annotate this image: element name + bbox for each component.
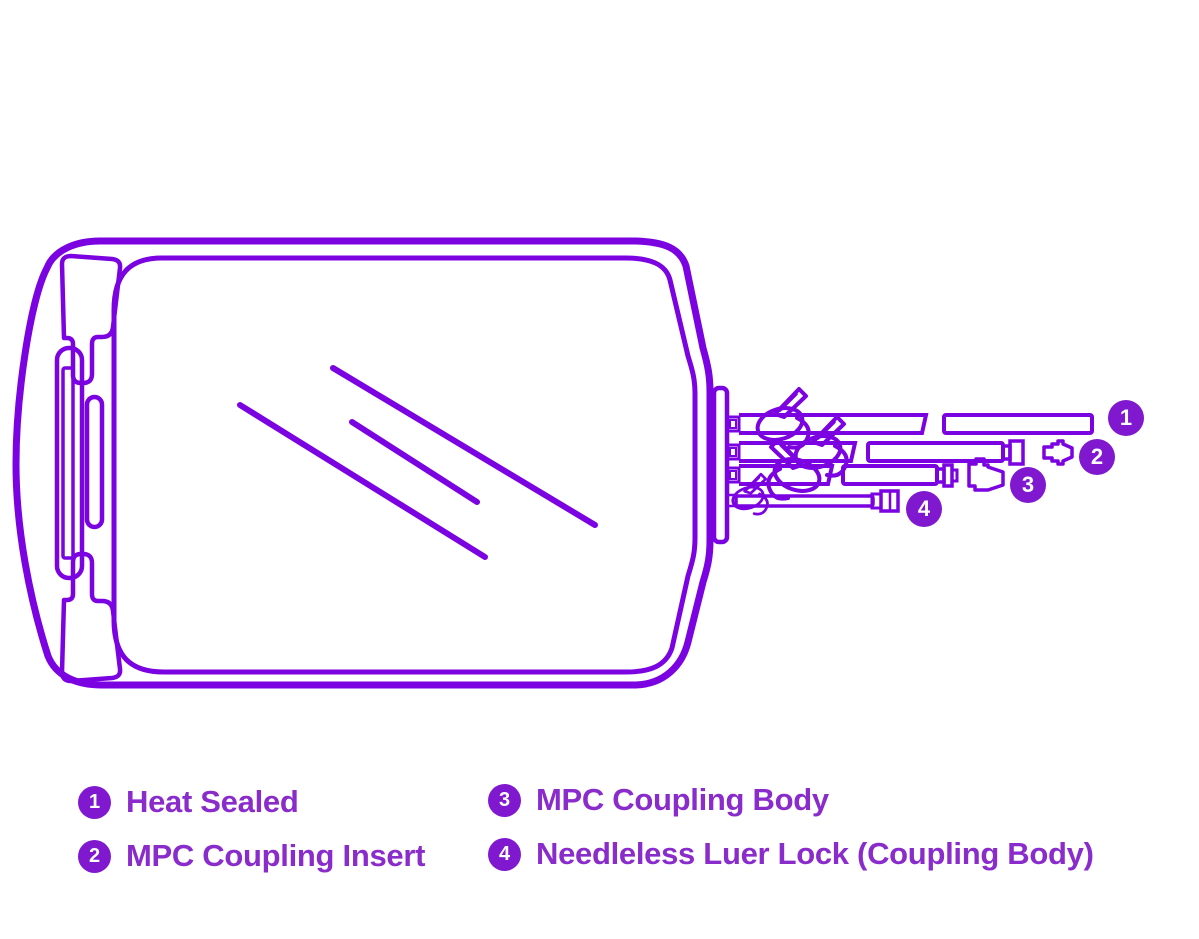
hang-tab-bottom — [59, 551, 123, 684]
callout-1-badge: 1 — [1108, 400, 1144, 436]
film-shine-lines — [237, 365, 598, 560]
legend-badge-2: 2 — [78, 839, 111, 873]
legend-badge-4: 4 — [488, 837, 521, 871]
legend-item-needleless-luer-lock: 4 Needleless Luer Lock (Coupling Body) — [488, 836, 1094, 872]
legend-label-1: Heat Sealed — [126, 784, 299, 819]
port-boat — [711, 385, 741, 545]
hang-slot — [54, 345, 105, 581]
legend-item-heat-sealed: 1 Heat Sealed — [78, 784, 299, 820]
legend-item-mpc-coupling-body: 3 MPC Coupling Body — [488, 782, 829, 818]
bag-chamber-outline — [111, 255, 698, 675]
callout-3-badge: 3 — [1010, 467, 1046, 503]
legend-item-mpc-coupling-insert: 2 MPC Coupling Insert — [78, 838, 425, 874]
callout-4-badge: 4 — [906, 491, 942, 527]
pinch-clamp-4 — [728, 472, 769, 516]
callout-2-badge: 2 — [1079, 439, 1115, 475]
legend-badge-1: 1 — [78, 785, 111, 819]
legend-badge-3: 3 — [488, 783, 521, 817]
tube-1 — [739, 413, 1094, 435]
bag-outline — [12, 237, 714, 689]
legend-label-4: Needleless Luer Lock (Coupling Body) — [536, 836, 1094, 871]
mpc-coupling-body-part — [967, 457, 1005, 492]
legend-label-3: MPC Coupling Body — [536, 782, 829, 817]
hang-tab-top — [59, 253, 123, 386]
mpc-coupling-insert-part — [1042, 439, 1074, 466]
pinch-clamp-1 — [751, 387, 811, 450]
tube-4 — [734, 489, 900, 513]
legend-label-2: MPC Coupling Insert — [126, 838, 426, 873]
